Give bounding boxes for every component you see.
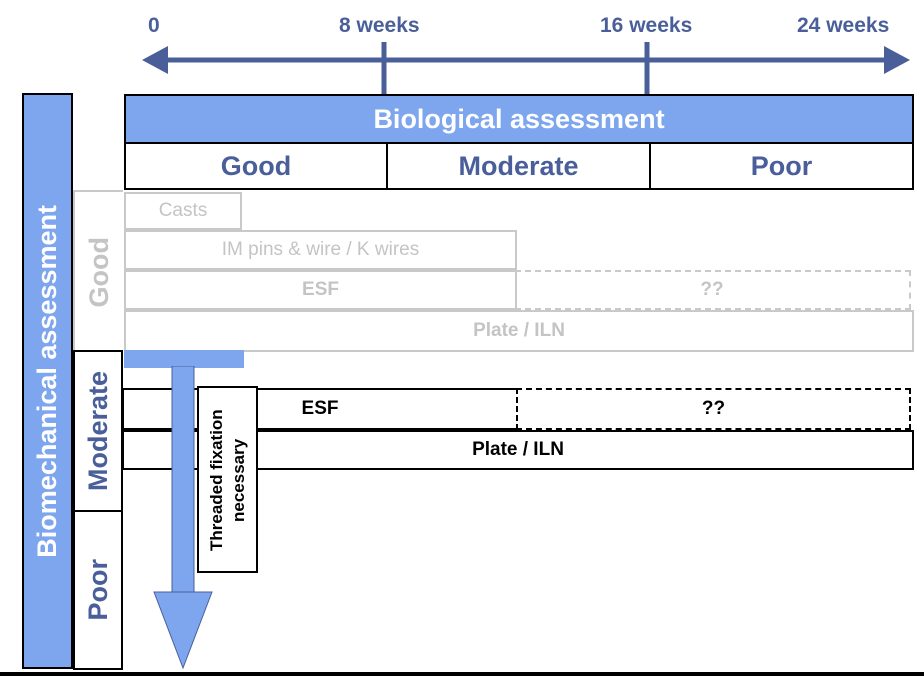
downward-arrow-head: [153, 591, 213, 670]
moderate-unknown-bar: ??: [516, 388, 911, 430]
bio-column-good: Good: [124, 144, 388, 190]
threaded-fixation-label: Threaded fixation necessary: [206, 408, 248, 551]
biomechanical-assessment-label: Biomechanical assessment: [32, 204, 62, 558]
frame-bottom-edge: [0, 672, 924, 676]
timeline-tick-0: 0: [148, 14, 160, 37]
moderate-esf-label: ESF: [301, 398, 339, 419]
bio-column-poor: Poor: [649, 144, 914, 190]
biomechanical-assessment-bar: Biomechanical assessment: [22, 93, 73, 669]
threaded-fixation-box: Threaded fixation necessary: [197, 386, 258, 573]
biomech-row-poor-label: Poor: [82, 559, 113, 621]
timeline-right-arrowhead: [884, 46, 910, 74]
timeline-tick-8-weeks: 8 weeks: [339, 14, 420, 37]
timeline-tick-24-weeks: 24 weeks: [797, 14, 890, 37]
biomech-row-good-label: Good: [83, 236, 114, 308]
biomech-row-moderate-label: Moderate: [82, 370, 113, 492]
downward-arrow: [153, 366, 213, 670]
good-unknown-bar: ??: [515, 270, 911, 310]
biomech-row-good: Good: [73, 190, 123, 352]
timeline-arrow: [142, 42, 910, 94]
timeline-tick-16-weeks: 16 weeks: [600, 14, 693, 37]
timeline-left-arrowhead: [142, 46, 168, 74]
good-plate-iln-bar: Plate / ILN: [124, 310, 914, 352]
good-casts-bar: Casts: [124, 192, 242, 230]
bio-column-moderate: Moderate: [386, 144, 651, 190]
biological-assessment-header: Biological assessment: [124, 94, 914, 144]
biomech-row-poor: Poor: [73, 510, 123, 670]
good-esf-bar: ESF: [124, 270, 517, 310]
threaded-fixation-band: [124, 350, 244, 368]
good-im-pins-bar: IM pins & wire / K wires: [124, 230, 517, 270]
biomech-row-moderate: Moderate: [73, 350, 123, 512]
downward-arrow-shaft: [171, 366, 195, 595]
